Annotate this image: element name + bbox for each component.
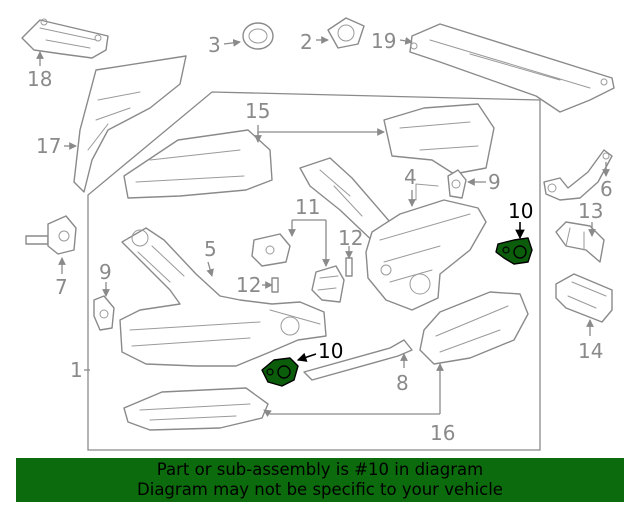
callout-2: 2 [300,30,313,54]
part-6-clamp [543,149,613,201]
callout-10-upper: 10 [508,199,533,223]
part-13-heat-shield [555,221,605,263]
callout-18: 18 [27,67,52,91]
part-4-catalytic-converter [299,157,487,311]
callout-3: 3 [208,33,221,57]
callout-19: 19 [371,29,396,53]
callout-14: 14 [578,339,603,363]
callout-11: 11 [295,195,320,219]
part-18-heat-shield [21,18,109,59]
part-7-stud [25,215,77,255]
callout-5: 5 [204,237,217,261]
part-3-gasket [242,22,274,50]
part-15-heat-shield-left [123,129,273,199]
callout-16: 16 [430,421,455,445]
callout-13: 13 [578,199,603,223]
callout-7: 7 [55,275,68,299]
callout-17: 17 [36,134,61,158]
part-19-heat-shield [409,23,615,113]
callout-9-left: 9 [99,260,112,284]
part-10-mount-upper [495,237,533,265]
banner-line-2: Diagram may not be specific to your vehi… [137,480,503,499]
part-9-bracket-left [93,295,115,331]
part-12-stud-left [271,277,279,293]
part-11-sensor [251,233,345,303]
part-12-stud-right [345,257,353,277]
part-9-bracket-right [447,169,467,199]
part-10-mount-lower [261,357,299,387]
part-15-heat-shield-right [383,103,495,175]
callout-1: 1 [70,358,83,382]
part-17-heat-shield [73,55,187,193]
callout-9-right: 9 [488,170,501,194]
part-2-gasket [327,17,365,49]
assembly-frame [87,91,541,451]
callout-8: 8 [396,371,409,395]
callout-4: 4 [404,165,417,189]
callout-12-right: 12 [338,226,363,250]
callout-10-lower: 10 [318,339,343,363]
info-banner: Part or sub-assembly is #10 in diagram D… [16,458,624,502]
part-5-catalytic-converter [119,227,327,367]
banner-line-1: Part or sub-assembly is #10 in diagram [156,460,484,479]
callout-6: 6 [600,177,613,201]
part-8-support-bar [303,339,413,381]
part-14-heat-shield [555,273,613,323]
callout-15: 15 [245,99,270,123]
part-16-heat-shield-right [419,291,529,365]
callout-12-left: 12 [236,273,261,297]
parts-diagram: 18 3 2 19 17 15 [21,17,615,451]
part-16-heat-shield-left [123,387,269,431]
